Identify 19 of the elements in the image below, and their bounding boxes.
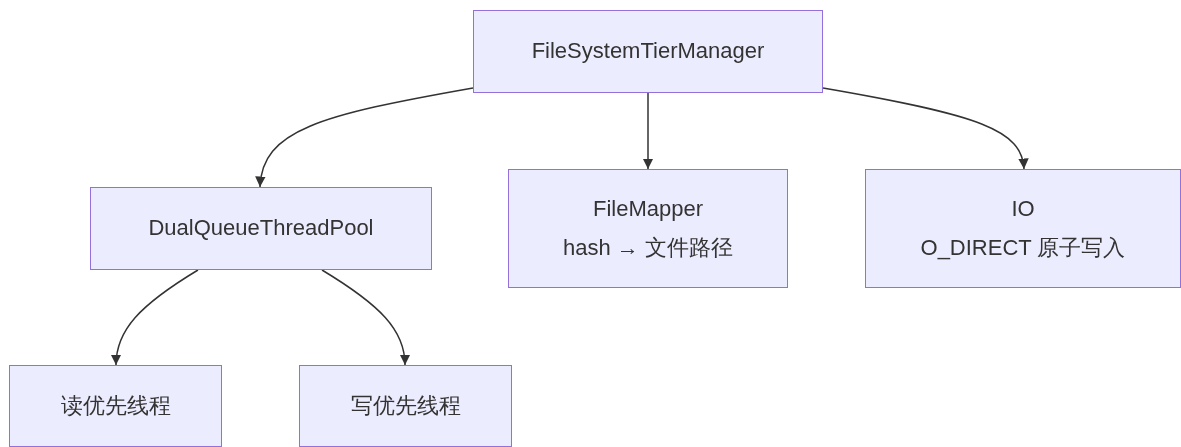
box-title: 写优先线程 [350, 393, 461, 419]
process-box [299, 365, 512, 447]
process-box [90, 187, 432, 270]
arrow [642, 92, 654, 170]
box-title: IO [1011, 197, 1035, 222]
box-title: FileSystemTierManager [531, 39, 765, 64]
process-box [473, 10, 823, 93]
box-subtitle: hash → 文件路径 [563, 235, 733, 260]
arrow [256, 87, 474, 188]
process-box [865, 169, 1181, 288]
arrow [111, 269, 199, 366]
arrow [321, 269, 410, 366]
process-box [9, 365, 222, 447]
box-title: FileMapper [592, 197, 703, 222]
box-title: 读优先线程 [60, 393, 171, 419]
box-subtitle: O_DIRECT 原子写入 [920, 235, 1126, 260]
process-box [508, 169, 788, 288]
arrow [822, 87, 1028, 170]
box-title: DualQueueThreadPool [148, 216, 374, 241]
